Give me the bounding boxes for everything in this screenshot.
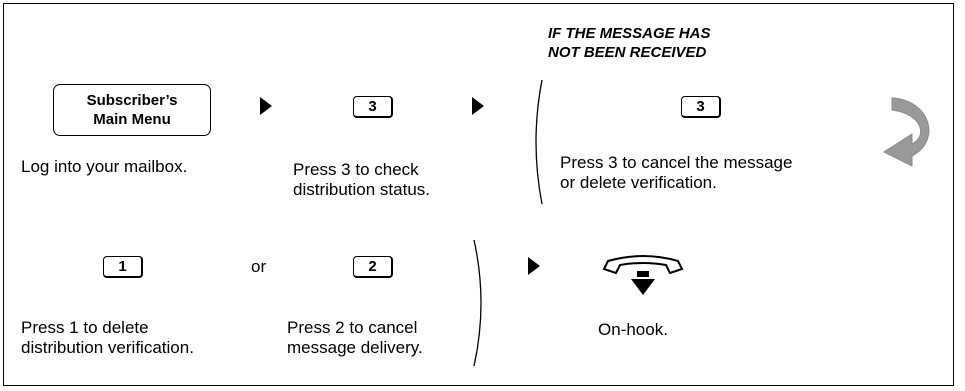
diagram-frame (3, 3, 954, 386)
key-3-button: 3 (353, 96, 393, 118)
phone-onhook-icon (602, 255, 684, 295)
key-2-button: 2 (353, 256, 393, 278)
arrow-right-icon (528, 257, 540, 275)
arrow-right-icon (260, 97, 272, 115)
key-1-button: 1 (103, 256, 143, 278)
caption-login: Log into your mailbox. (21, 157, 188, 176)
caption-onhook: On-hook. (598, 320, 668, 339)
condition-heading: IF THE MESSAGE HAS NOT BEEN RECEIVED (548, 25, 711, 61)
caption-press-3-check: Press 3 to check distribution status. (293, 160, 431, 199)
or-label: or (251, 257, 267, 276)
right-bracket (473, 239, 482, 367)
key-3-button: 3 (681, 96, 721, 118)
subscriber-main-menu-box: Subscriber’s Main Menu (53, 84, 211, 136)
caption-cancel-message: Press 3 to cancel the message or delete … (560, 153, 793, 192)
caption-press-1-delete: Press 1 to delete distribution verificat… (21, 318, 194, 357)
arrow-right-icon (472, 97, 484, 115)
left-bracket (535, 79, 543, 205)
caption-press-2-cancel: Press 2 to cancel message delivery. (287, 318, 423, 357)
return-arrow-icon (882, 97, 930, 167)
